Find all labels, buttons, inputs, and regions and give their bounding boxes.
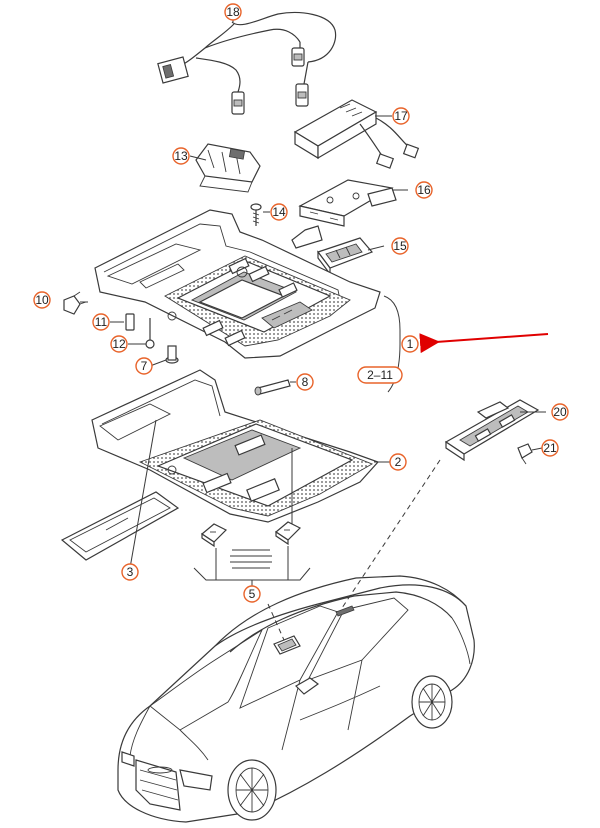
lamp-bulb xyxy=(517,443,533,465)
callout-21: 21 xyxy=(541,439,559,457)
screw xyxy=(250,203,262,226)
callout-11: 11 xyxy=(92,313,110,331)
car-illustration xyxy=(117,575,475,823)
sunglasses-holder-lid xyxy=(60,491,180,561)
svg-text:11: 11 xyxy=(95,315,108,329)
svg-text:12: 12 xyxy=(112,337,126,351)
callout-20: 20 xyxy=(551,403,569,421)
overhead-console-assembly xyxy=(94,209,381,359)
svg-text:20: 20 xyxy=(553,405,567,419)
svg-text:15: 15 xyxy=(393,239,407,253)
callout-17: 17 xyxy=(392,107,410,125)
callout-12: 12 xyxy=(110,335,128,353)
callout-14: 14 xyxy=(270,203,288,221)
svg-text:14: 14 xyxy=(272,205,286,219)
mounting-bracket xyxy=(291,179,397,249)
festoon-bulb xyxy=(254,379,291,396)
callout-15: 15 xyxy=(391,237,409,255)
wiring-harness xyxy=(157,11,337,115)
retainer-pin xyxy=(125,313,135,331)
bulb-holder xyxy=(165,345,179,364)
svg-text:16: 16 xyxy=(417,183,431,197)
callout-16: 16 xyxy=(415,181,433,199)
callout-10: 10 xyxy=(33,291,51,309)
clip xyxy=(63,291,87,315)
svg-text:18: 18 xyxy=(226,5,240,19)
svg-text:1: 1 xyxy=(407,337,414,351)
switch-bracket xyxy=(195,143,261,193)
svg-text:21: 21 xyxy=(543,441,557,455)
switch-caps xyxy=(200,521,302,569)
fastener-screw xyxy=(145,318,155,349)
console-housing xyxy=(91,369,380,523)
svg-text:5: 5 xyxy=(249,587,256,601)
svg-text:2: 2 xyxy=(395,455,402,469)
svg-text:2–11: 2–11 xyxy=(367,368,393,382)
callout-range-2-11: 2–11 xyxy=(357,366,403,384)
callout-18: 18 xyxy=(224,3,242,21)
svg-text:10: 10 xyxy=(35,293,49,307)
svg-text:13: 13 xyxy=(174,149,188,163)
callout-1: 1 xyxy=(401,335,419,353)
rear-reading-lamp xyxy=(444,399,540,462)
svg-text:7: 7 xyxy=(141,359,148,373)
callout-8: 8 xyxy=(296,373,314,391)
callout-7: 7 xyxy=(135,357,153,375)
svg-text:3: 3 xyxy=(127,565,134,579)
switch-unit xyxy=(317,237,374,276)
callout-3: 3 xyxy=(121,563,139,581)
svg-text:17: 17 xyxy=(394,109,408,123)
callout-5: 5 xyxy=(243,585,261,603)
svg-text:8: 8 xyxy=(302,375,309,389)
pointer-arrow xyxy=(419,333,549,354)
control-module xyxy=(293,99,420,169)
callout-13: 13 xyxy=(172,147,190,165)
callout-2: 2 xyxy=(389,453,407,471)
